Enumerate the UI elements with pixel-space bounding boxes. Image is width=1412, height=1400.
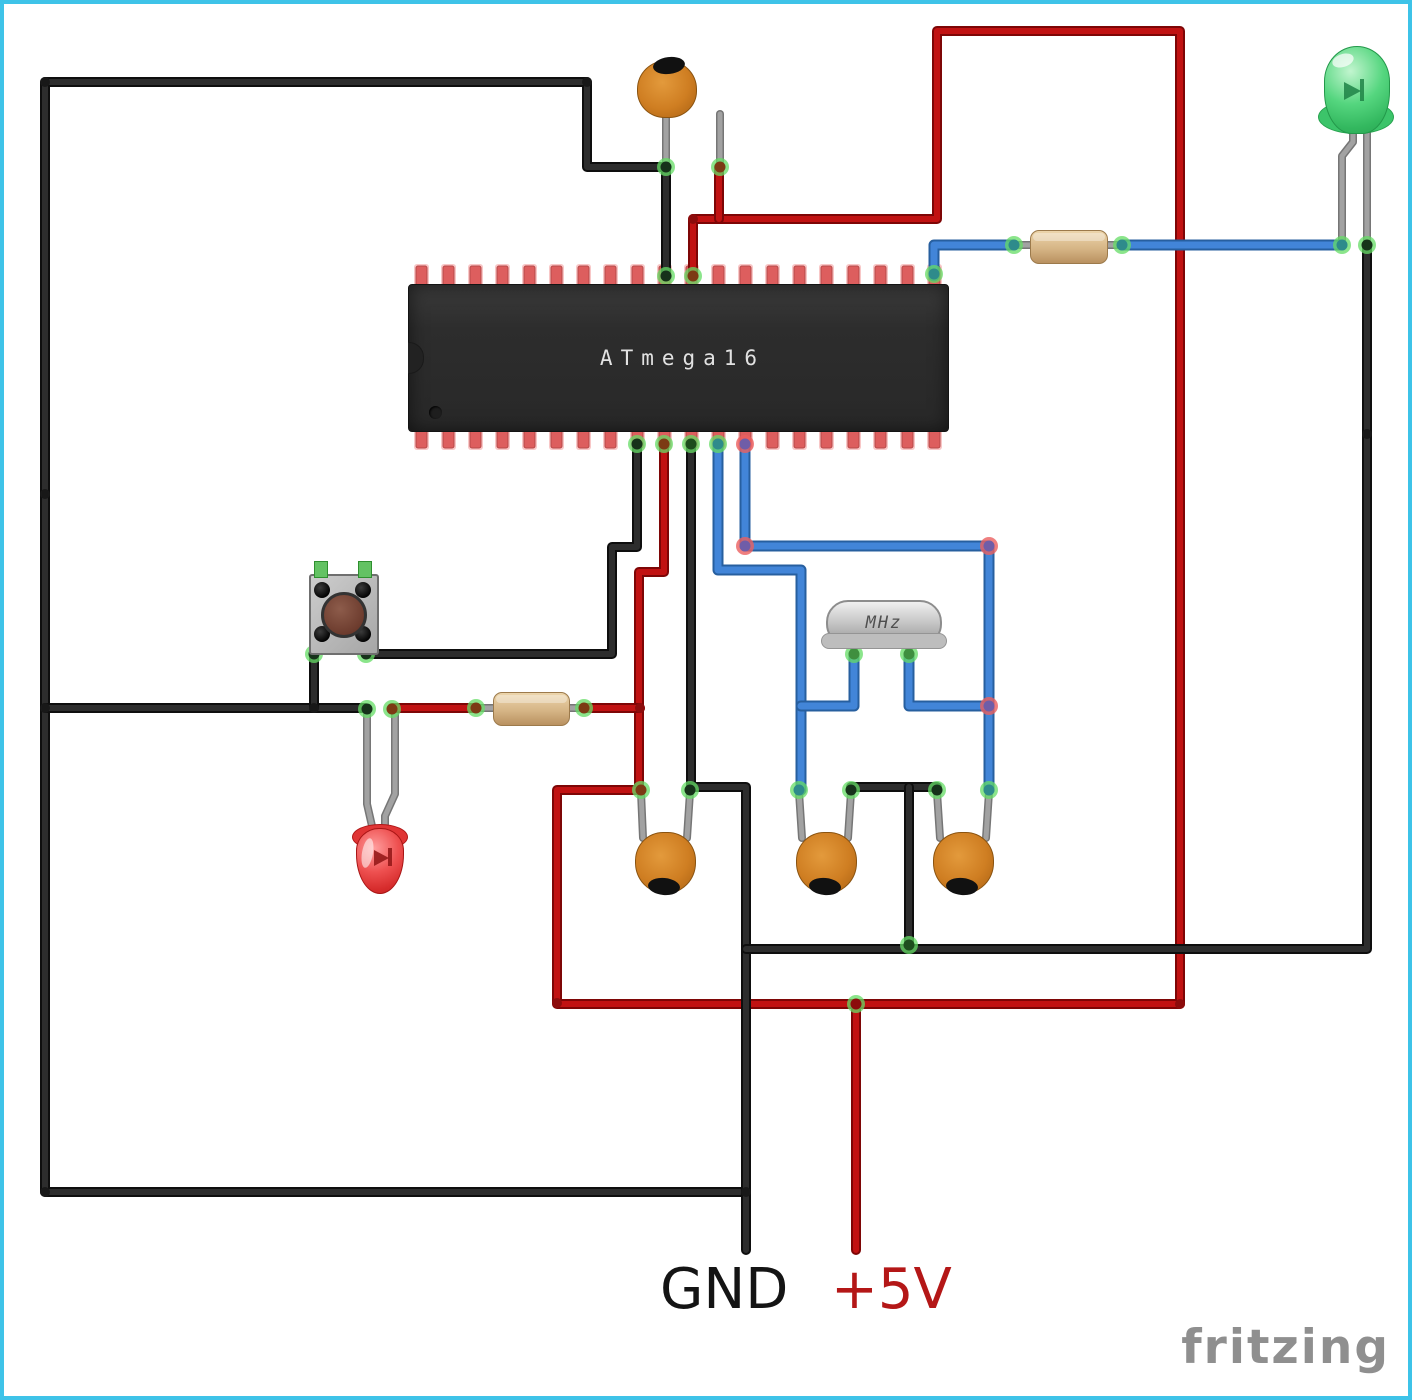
button-contact: [314, 626, 330, 642]
resistor-green-led: [1030, 230, 1108, 264]
button-contact: [355, 582, 371, 598]
button-contact: [314, 582, 330, 598]
ceramic-capacitor-3: [933, 832, 994, 897]
atmega16-chip: ATmega16: [408, 284, 949, 432]
ceramic-capacitor-top: [637, 55, 697, 118]
gnd-label: GND: [660, 1257, 789, 1322]
ceramic-capacitor-1: [635, 832, 696, 897]
chip-pin1-dot: [429, 406, 442, 419]
band-brown: [1075, 233, 1085, 261]
chip-notch: [408, 342, 424, 374]
band-yellow: [552, 695, 562, 723]
led-symbol-icon: [374, 850, 389, 866]
band-brown: [520, 695, 530, 723]
band-violet: [538, 695, 548, 723]
vcc-label: +5V: [831, 1257, 952, 1322]
led-symbol-bar: [1360, 79, 1364, 101]
button-plunger: [321, 591, 367, 638]
push-button: [309, 561, 379, 655]
button-pin-top-right: [358, 561, 372, 578]
wire-layer: [40, 26, 1376, 1255]
led-symbol-icon: [1344, 82, 1361, 100]
fritzing-logo: fritzing: [1181, 1320, 1390, 1375]
resistor-red-led: [493, 692, 570, 726]
red-led: [352, 822, 408, 896]
led-symbol-bar: [388, 848, 392, 866]
band-violet: [1061, 233, 1071, 261]
chip-label: ATmega16: [599, 346, 766, 370]
crystal-oscillator: MHz: [821, 600, 947, 649]
green-led: [1318, 46, 1394, 142]
crystal-label: MHz: [865, 613, 903, 633]
ceramic-capacitor-2: [796, 832, 857, 897]
capacitor-body: [635, 832, 696, 894]
band-yellow: [1044, 233, 1054, 261]
button-pin-top-left: [314, 561, 328, 578]
